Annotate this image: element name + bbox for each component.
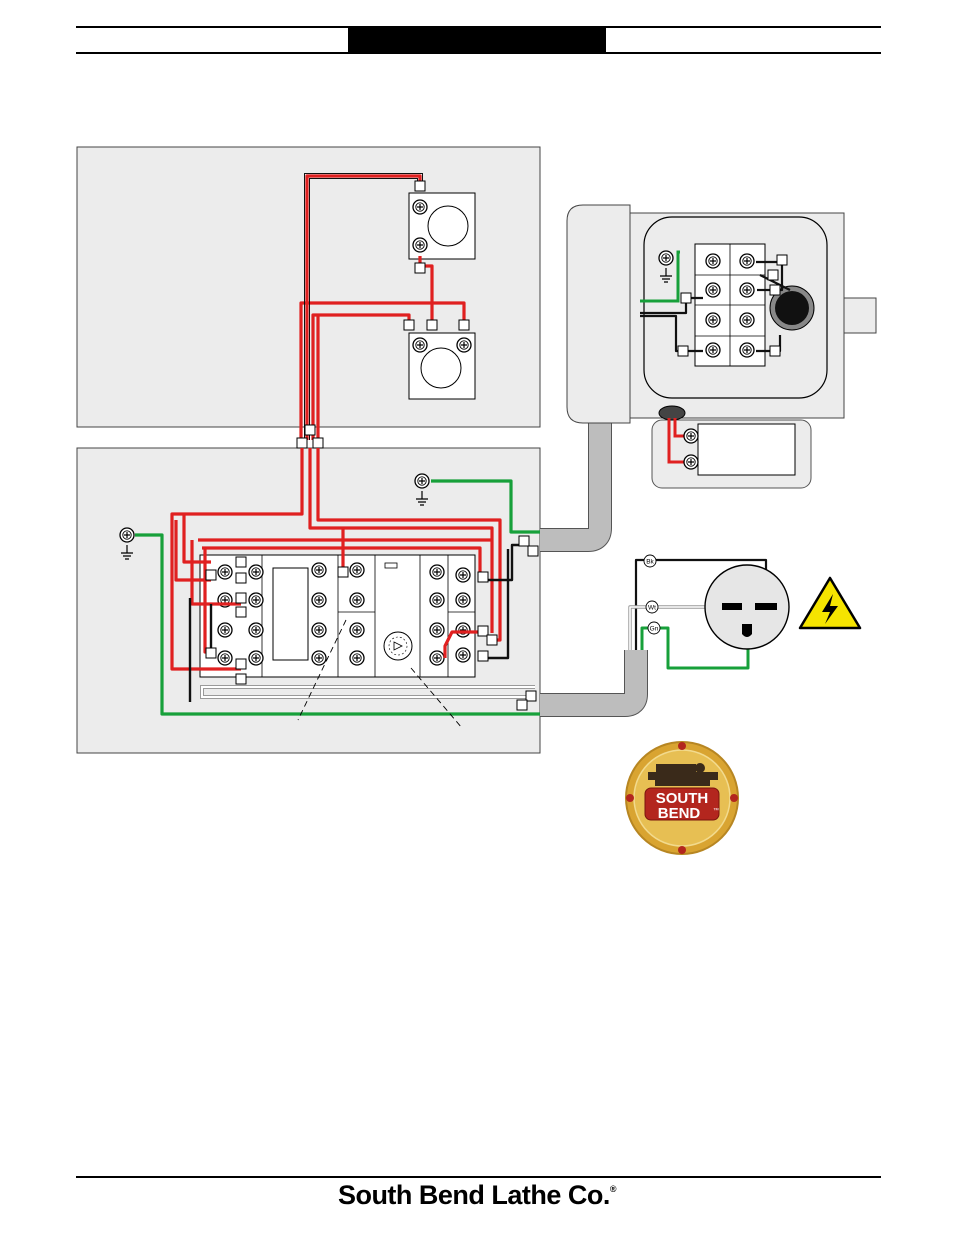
- capacitor: [698, 424, 795, 475]
- wire-connector: [427, 320, 437, 330]
- lower-component-dial: [421, 348, 461, 388]
- registered-mark: ®: [610, 1184, 616, 1194]
- wire-connector: [313, 438, 323, 448]
- svg-text:BEND: BEND: [658, 805, 701, 822]
- footer-brand: South Bend Lathe Co.®: [0, 1180, 954, 1211]
- south-bend-logo: SOUTH BEND ™: [626, 742, 738, 854]
- wire-connector: [297, 438, 307, 448]
- cable-grommet-inner: [775, 291, 809, 325]
- terminal-screw-icon: [684, 455, 698, 469]
- terminal-screw-icon: [659, 251, 673, 265]
- svg-text:™: ™: [713, 807, 719, 814]
- receptacle-slot-left: [722, 603, 742, 610]
- wire-label-wt: Wt: [646, 601, 658, 613]
- footer-rule: [76, 1176, 881, 1178]
- wire-label-gn: Gn: [648, 622, 660, 634]
- wire-label-bk: Bk: [644, 555, 656, 567]
- terminal-screw-icon: [120, 528, 134, 542]
- motor-body-left: [567, 205, 630, 423]
- footer-brand-name: South Bend Lathe Co.: [338, 1180, 610, 1210]
- svg-text:Bk: Bk: [646, 559, 654, 566]
- wire-connector: [415, 263, 425, 273]
- contactor-coil: [273, 568, 308, 660]
- motor-shaft: [844, 298, 876, 333]
- capacitor-grommet: [659, 406, 685, 420]
- wire-connector: [415, 181, 425, 191]
- terminal-screw-icon: [457, 338, 471, 352]
- wire-connector: [459, 320, 469, 330]
- terminal-screw-icon: [413, 238, 427, 252]
- wire-connector: [305, 425, 315, 435]
- receptacle-ground-pin: [742, 624, 752, 637]
- svg-text:Wt: Wt: [648, 605, 656, 612]
- electrical-hazard-icon: [800, 578, 860, 628]
- wire-connector: [404, 320, 414, 330]
- terminal-screw-icon: [684, 429, 698, 443]
- receptacle-slot-right: [755, 603, 777, 610]
- terminal-screw-icon: [413, 338, 427, 352]
- top-component-dial: [428, 206, 468, 246]
- overload-dial: [384, 632, 412, 660]
- terminal-screw-icon: [413, 200, 427, 214]
- svg-text:Gn: Gn: [650, 626, 659, 633]
- terminal-screw-icon: [415, 474, 429, 488]
